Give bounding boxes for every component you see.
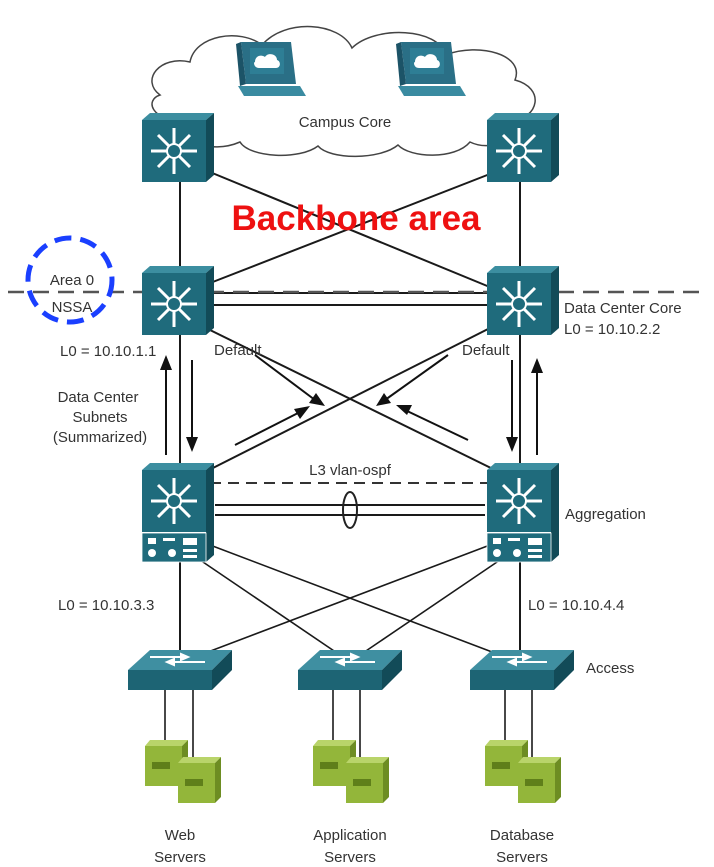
nssa-label: NSSA [52, 299, 93, 316]
db-servers-label-2: Servers [496, 849, 548, 866]
dc-core-switch-left [142, 266, 214, 335]
application-servers-icon [313, 740, 389, 803]
links [164, 169, 533, 760]
area-label: Area 0 [50, 272, 94, 289]
aggregation-switch-left [141, 463, 214, 563]
dc-core-label: Data Center Core [564, 300, 682, 317]
web-servers-icon [145, 740, 221, 803]
dc-subnets-line3: (Summarized) [53, 429, 147, 446]
route-arrows [160, 354, 543, 455]
campus-core-switch-left [142, 113, 214, 182]
default-right-label: Default [462, 342, 510, 359]
default-left-label: Default [214, 342, 262, 359]
campus-core-switch-right [487, 113, 559, 182]
l3-vlan-ospf-label: L3 vlan-ospf [309, 462, 392, 479]
access-switch-center [298, 650, 402, 690]
dc-subnets-line2: Subnets [72, 409, 127, 426]
app-servers-label-1: Application [313, 827, 386, 844]
backbone-area-title: Backbone area [231, 199, 481, 238]
db-servers-label-1: Database [490, 827, 554, 844]
access-label: Access [586, 660, 634, 677]
computer-icon [236, 42, 306, 96]
area-0-highlight-circle [25, 235, 115, 325]
port-channel-ellipse [342, 491, 358, 529]
dc-subnets-line1: Data Center [58, 389, 139, 406]
dc-core-switch-right [487, 266, 559, 335]
campus-core-label: Campus Core [299, 114, 392, 131]
lo-left-agg-label: L0 = 10.10.3.3 [58, 597, 154, 614]
aggregation-label: Aggregation [565, 506, 646, 523]
web-servers-label-1: Web [165, 827, 196, 844]
lo-right-core-label: L0 = 10.10.2.2 [564, 321, 660, 338]
access-switch-left [128, 650, 232, 690]
access-switch-right [470, 650, 574, 690]
computer-icon [396, 42, 466, 96]
app-servers-label-2: Servers [324, 849, 376, 866]
lo-right-agg-label: L0 = 10.10.4.4 [528, 597, 624, 614]
database-servers-icon [485, 740, 561, 803]
aggregation-switch-right [486, 463, 559, 563]
web-servers-label-2: Servers [154, 849, 206, 866]
lo-left-core-label: L0 = 10.10.1.1 [60, 343, 156, 360]
